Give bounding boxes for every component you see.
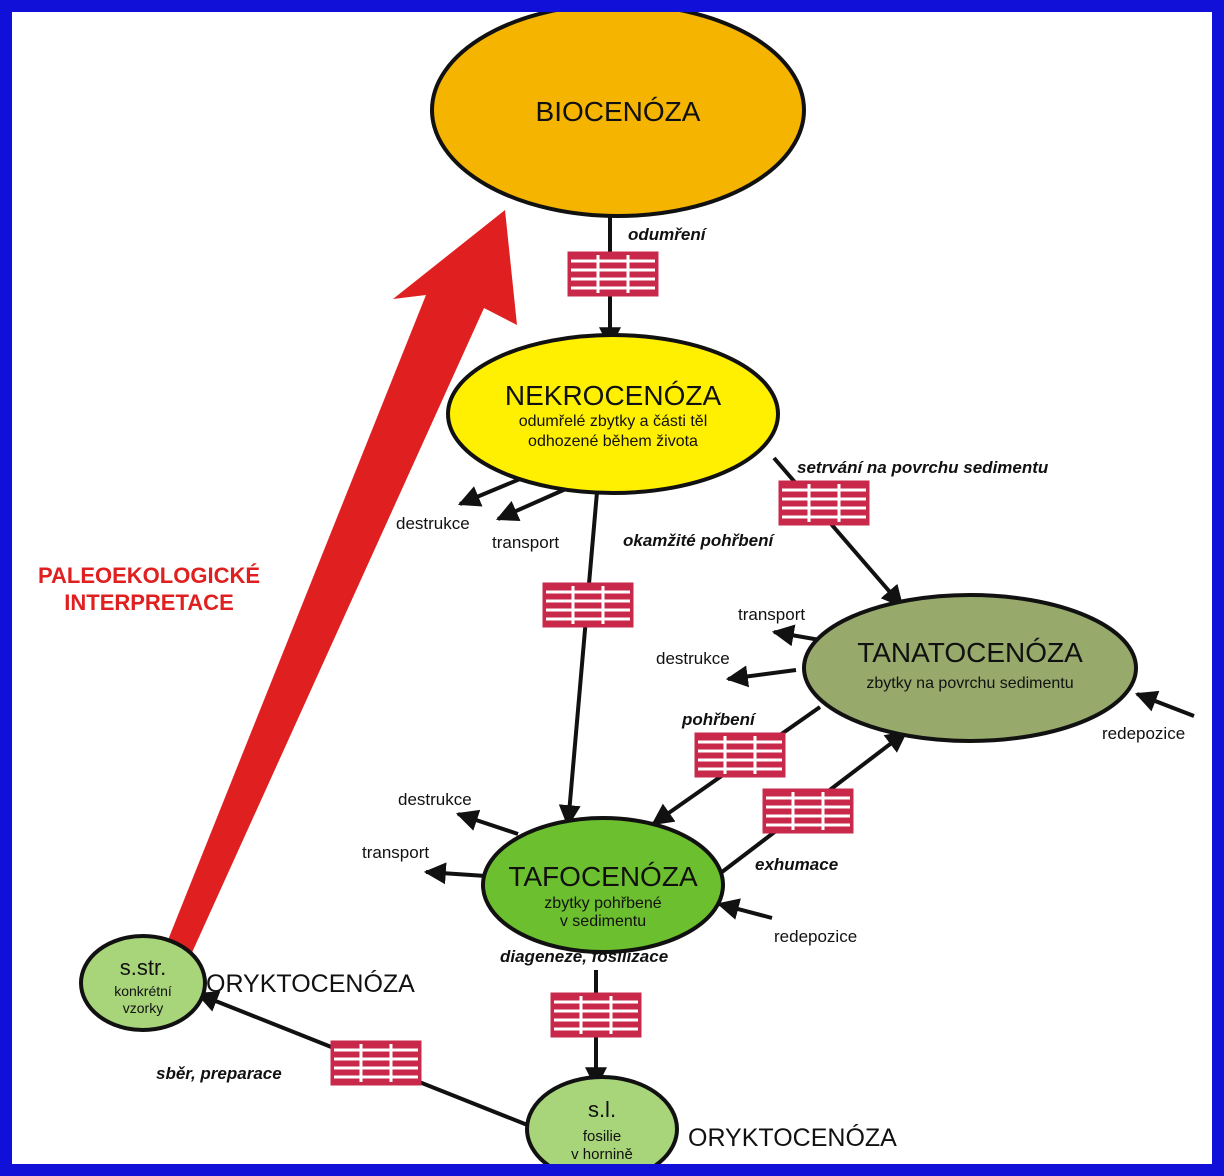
interpretation-label-2: INTERPRETACE	[64, 590, 234, 615]
label-destrukce-2: destrukce	[656, 649, 730, 668]
label-okamzite: okamžité pohřbení	[623, 531, 775, 550]
filter-icon	[329, 1039, 423, 1087]
svg-text:odhozené během života: odhozené během života	[528, 433, 698, 450]
filter-icon	[761, 787, 855, 835]
label-transport-3: transport	[362, 843, 429, 862]
label-destrukce-3: destrukce	[398, 790, 472, 809]
oryktocenoza-label-2: ORYKTOCENÓZA	[688, 1123, 897, 1152]
node-tanatocenoza: TANATOCENÓZA zbytky na povrchu sedimentu	[802, 593, 1138, 743]
svg-text:v sedimentu: v sedimentu	[560, 913, 646, 930]
label-redepozice-2: redepozice	[774, 927, 857, 946]
svg-text:s.l.: s.l.	[588, 1097, 616, 1122]
filter-icon	[566, 250, 660, 298]
node-nekrocenoza: NEKROCENÓZA odumřelé zbytky a části těl …	[446, 333, 780, 495]
svg-text:BIOCENÓZA: BIOCENÓZA	[536, 96, 701, 127]
svg-text:zbytky na povrchu sedimentu: zbytky na povrchu sedimentu	[866, 675, 1073, 692]
arrow-setrvani	[772, 456, 904, 608]
svg-text:konkrétní: konkrétní	[114, 983, 172, 999]
diagram: PALEOEKOLOGICKÉ INTERPRETACE BIOCENÓZA N…	[38, 12, 1195, 1164]
svg-text:NEKROCENÓZA: NEKROCENÓZA	[505, 380, 722, 411]
svg-text:TAFOCENÓZA: TAFOCENÓZA	[508, 861, 698, 892]
arrow-redepozice-2	[716, 898, 773, 920]
diagram-canvas: PALEOEKOLOGICKÉ INTERPRETACE BIOCENÓZA N…	[12, 12, 1212, 1164]
label-exhumace: exhumace	[755, 855, 838, 874]
interpretation-label-1: PALEOEKOLOGICKÉ	[38, 563, 260, 588]
svg-text:TANATOCENÓZA: TANATOCENÓZA	[857, 637, 1083, 668]
label-transport-2: transport	[738, 605, 805, 624]
interpretation-arrow	[164, 210, 517, 957]
oryktocenoza-label-1: ORYKTOCENÓZA	[206, 969, 415, 998]
svg-text:zbytky pohřbené: zbytky pohřbené	[544, 895, 662, 912]
svg-text:odumřelé zbytky a části těl: odumřelé zbytky a části těl	[519, 413, 708, 430]
svg-text:s.str.: s.str.	[120, 955, 166, 980]
label-destrukce-1: destrukce	[396, 514, 470, 533]
node-oryktocenoza-s-str: s.str. konkrétní vzorky	[79, 934, 207, 1032]
arrow-transport-3	[423, 862, 487, 885]
label-pohrbeni: pohřbení	[681, 710, 757, 729]
filter-icon	[777, 479, 871, 527]
svg-text:vzorky: vzorky	[123, 1000, 163, 1016]
label-transport-1: transport	[492, 533, 559, 552]
arrow-redepozice-1	[1134, 690, 1195, 718]
label-redepozice-1: redepozice	[1102, 724, 1185, 743]
arrow-okamzite	[558, 491, 599, 828]
node-biocenoza: BIOCENÓZA	[430, 12, 806, 218]
arrow-destrukce-3	[455, 809, 519, 836]
arrow-transport-1	[495, 486, 569, 522]
filter-icon	[693, 731, 787, 779]
node-tafocenoza: TAFOCENÓZA zbytky pohřbené v sedimentu	[481, 816, 725, 954]
label-sber: sběr, preparace	[156, 1064, 282, 1083]
svg-text:fosilie: fosilie	[583, 1128, 621, 1145]
filter-icon	[549, 991, 643, 1039]
label-odumreni: odumření	[628, 225, 708, 244]
label-setrvani: setrvání na povrchu sedimentu	[797, 458, 1049, 477]
node-oryktocenoza-s-l: s.l. fosilie v hornině	[525, 1075, 679, 1164]
label-diageneze: diageneze, fosilizace	[500, 947, 668, 966]
arrow-destrukce-2	[725, 665, 797, 688]
svg-text:v hornině: v hornině	[571, 1146, 633, 1163]
filter-icon	[541, 581, 635, 629]
arrow-transport-2	[771, 624, 821, 647]
